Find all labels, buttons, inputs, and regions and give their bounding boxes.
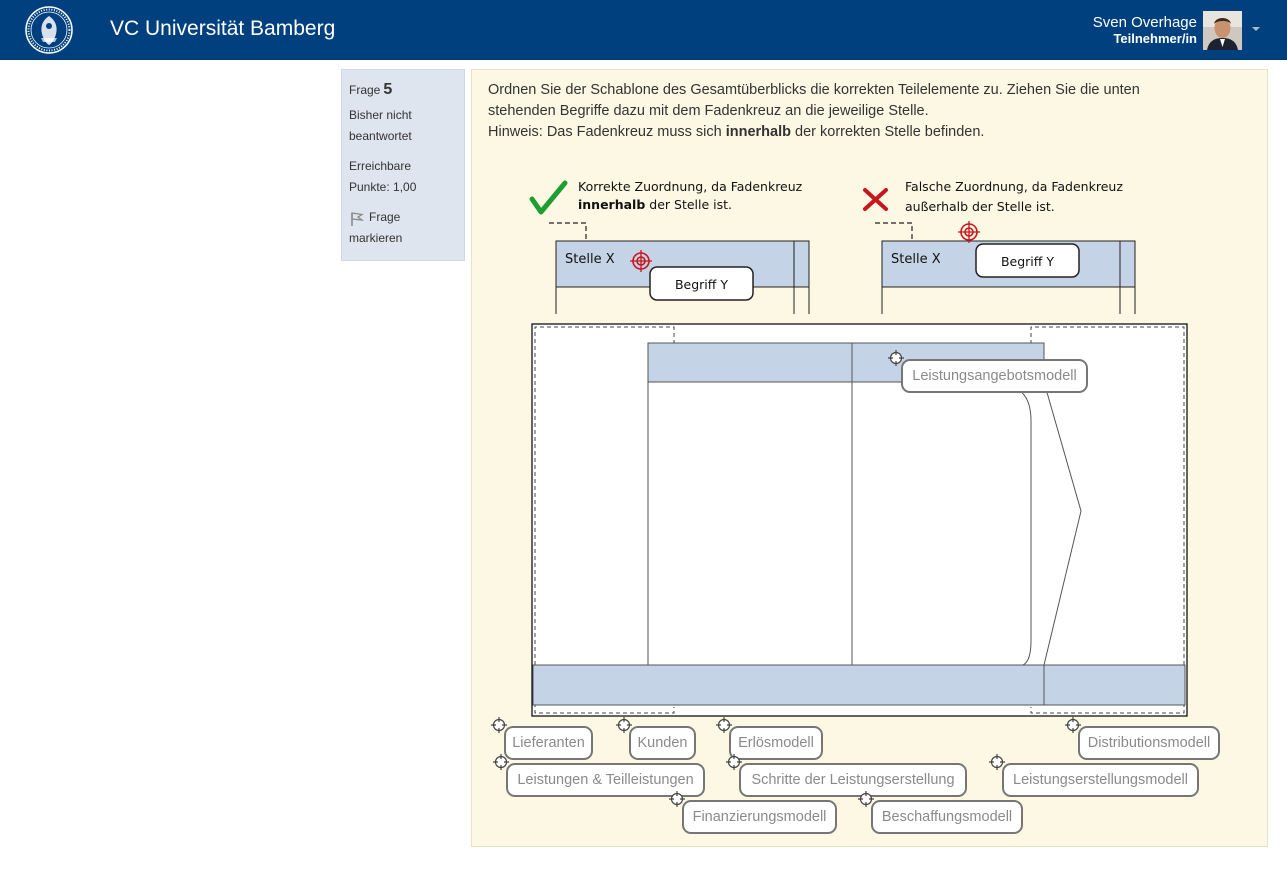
- drag-item-beschaffungsmodell[interactable]: Beschaffungsmodell: [871, 800, 1023, 834]
- dropzone-bottom-left: [532, 664, 1045, 706]
- question-text: Ordnen Sie der Schablone des Gesamtüberb…: [488, 80, 1228, 143]
- example-correct: Korrekte Zuordnung, da Fadenkreuz innerh…: [529, 179, 810, 314]
- points-line1: Erreichbare: [349, 159, 412, 173]
- state-line1: Bisher nicht: [349, 108, 412, 122]
- flag-line2[interactable]: markieren: [349, 231, 403, 245]
- hint-pre: Hinweis: Das Fadenkreuz muss sich: [488, 124, 726, 140]
- user-name[interactable]: Sven Overhage: [1092, 14, 1197, 31]
- avatar[interactable]: [1203, 11, 1242, 50]
- drag-item-leistungserstellungsmodell[interactable]: Leistungserstellungsmodell: [1002, 763, 1199, 797]
- drag-item-lieferanten[interactable]: Lieferanten: [504, 726, 593, 760]
- drag-item-schritte-leistungserstellung[interactable]: Schritte der Leistungserstellung: [739, 763, 967, 797]
- correct-text-line1: Korrekte Zuordnung, da Fadenkreuz: [578, 179, 803, 194]
- question-line2: stehenden Begriffe dazu mit dem Fadenkre…: [488, 103, 929, 119]
- question-state: Bisher nicht beantwortet: [349, 105, 457, 147]
- state-line2: beantwortet: [349, 129, 412, 143]
- flag-line1[interactable]: Frage: [369, 210, 401, 224]
- example-wrong: Falsche Zuordnung, da Fadenkreuz außerha…: [863, 179, 1136, 314]
- crosshair-icon[interactable]: [888, 350, 904, 366]
- crosshair-target-icon: [958, 221, 980, 243]
- wrong-text-line1: Falsche Zuordnung, da Fadenkreuz: [905, 179, 1123, 194]
- hint-post: der korrekten Stelle befinden.: [791, 124, 985, 140]
- points-line2: Punkte: 1,00: [349, 180, 417, 194]
- site-title[interactable]: VC Universität Bamberg: [110, 17, 336, 40]
- question-hint: Hinweis: Das Fadenkreuz muss sich innerh…: [488, 122, 1228, 143]
- top-navbar: VC Universität Bamberg Sven Overhage Tei…: [0, 0, 1287, 60]
- correct-text-rest: der Stelle ist.: [645, 197, 732, 212]
- dropzone-bottom-right: [1043, 664, 1186, 706]
- drag-item-finanzierungsmodell[interactable]: Finanzierungsmodell: [682, 800, 837, 834]
- term-label-correct: Begriff Y: [675, 277, 728, 292]
- question-number-value: 5: [383, 81, 393, 98]
- slot-label-wrong: Stelle X: [891, 252, 941, 267]
- question-line1: Ordnen Sie der Schablone des Gesamtüberb…: [488, 82, 1140, 98]
- drag-item-erloesmodell[interactable]: Erlösmodell: [729, 726, 823, 760]
- flag-question-link[interactable]: Frage markieren: [349, 207, 457, 249]
- crosshair-icon[interactable]: [616, 717, 632, 733]
- crosshair-icon[interactable]: [669, 791, 685, 807]
- crosshair-icon[interactable]: [726, 754, 742, 770]
- checkmark-icon: [529, 180, 568, 215]
- correct-text-line2: innerhalb der Stelle ist.: [578, 197, 732, 212]
- template-diagram: [531, 323, 1188, 717]
- drag-item-leistungen-teilleistungen[interactable]: Leistungen & Teilleistungen: [506, 763, 705, 797]
- crosshair-icon[interactable]: [493, 754, 509, 770]
- university-seal-icon[interactable]: [25, 4, 73, 56]
- flag-icon[interactable]: [350, 211, 364, 227]
- question-content: Ordnen Sie der Schablone des Gesamtüberb…: [471, 69, 1268, 847]
- crosshair-icon[interactable]: [1065, 717, 1081, 733]
- user-role: Teilnehmer/in: [1113, 31, 1197, 46]
- wrong-text-line2: außerhalb der Stelle ist.: [905, 199, 1055, 214]
- crosshair-icon[interactable]: [491, 717, 507, 733]
- crosshair-target-icon: [630, 250, 652, 272]
- term-label-wrong: Begriff Y: [1001, 254, 1054, 269]
- hint-bold: innerhalb: [725, 124, 791, 140]
- correct-text-bold: innerhalb: [578, 197, 645, 212]
- drag-item-distributionsmodell[interactable]: Distributionsmodell: [1078, 726, 1220, 760]
- crosshair-icon[interactable]: [858, 791, 874, 807]
- question-label: Frage: [349, 83, 381, 97]
- crosshair-icon[interactable]: [716, 717, 732, 733]
- slot-label-correct: Stelle X: [565, 252, 615, 267]
- dropzone-top-left: [647, 342, 853, 383]
- chevron-down-icon[interactable]: [1250, 22, 1262, 34]
- drag-item-kunden[interactable]: Kunden: [629, 726, 696, 760]
- crosshair-icon[interactable]: [989, 754, 1005, 770]
- drag-item-leistungsangebotsmodell[interactable]: Leistungsangebotsmodell: [901, 359, 1088, 393]
- x-mark-icon: [863, 188, 888, 211]
- question-grade: Erreichbare Punkte: 1,00: [349, 156, 457, 198]
